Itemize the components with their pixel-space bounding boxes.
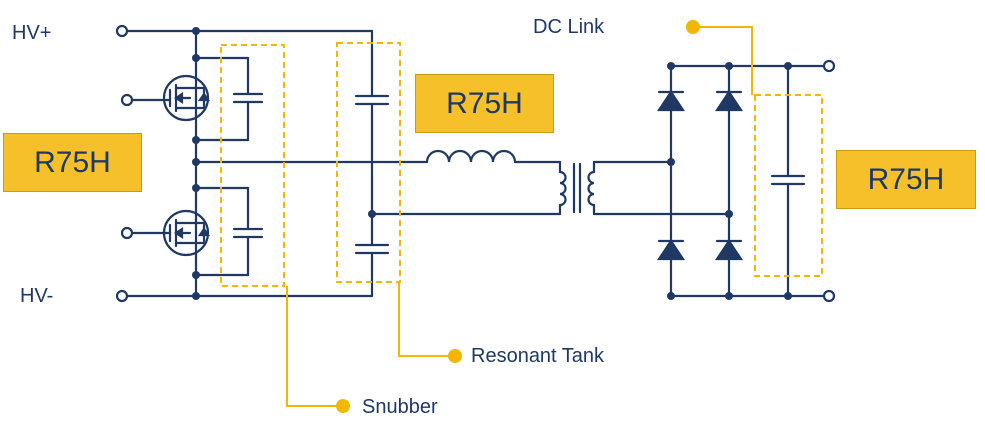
resonant-tank-leader bbox=[398, 282, 455, 357]
tag-middle: R75H bbox=[415, 74, 554, 133]
resonant-tank-callout-dot bbox=[448, 349, 462, 363]
junction-dots bbox=[192, 27, 792, 300]
snubber-leader bbox=[286, 286, 343, 407]
diode-2 bbox=[714, 90, 744, 112]
snubber-dashed-box bbox=[220, 44, 285, 287]
dc-link-dashed-box bbox=[754, 94, 823, 277]
snubber-label: Snubber bbox=[362, 396, 438, 418]
snubber-cap-bottom bbox=[194, 186, 264, 277]
bottom-mosfet bbox=[120, 209, 211, 257]
tag-left: R75H bbox=[3, 133, 142, 192]
hv-minus-rail bbox=[115, 289, 374, 303]
dc-link-label: DC Link bbox=[533, 16, 605, 38]
top-mosfet bbox=[120, 74, 211, 122]
hv-minus-label: HV- bbox=[20, 285, 54, 307]
hv-plus-label: HV+ bbox=[12, 22, 52, 44]
output-terminal-minus bbox=[822, 289, 836, 303]
output-terminal-plus bbox=[822, 59, 836, 73]
resonant-tank-label: Resonant Tank bbox=[471, 345, 605, 367]
tag-right: R75H bbox=[836, 150, 976, 209]
diode-4 bbox=[714, 239, 744, 261]
resonant-tank-dashed-box bbox=[336, 42, 401, 283]
rectifier-bridge bbox=[656, 64, 831, 298]
resonant-cap-top bbox=[354, 29, 390, 247]
dc-link-callout-dot bbox=[686, 20, 700, 34]
transformer bbox=[558, 162, 596, 214]
resonant-inductor bbox=[425, 149, 517, 164]
diode-3 bbox=[656, 239, 686, 261]
dc-link-leader bbox=[693, 26, 753, 95]
dc-link-capacitor bbox=[770, 64, 806, 298]
snubber-callout-dot bbox=[336, 399, 350, 413]
hv-plus-rail bbox=[115, 24, 374, 38]
resonant-cap-bottom bbox=[354, 243, 390, 298]
diode-1 bbox=[656, 90, 686, 112]
